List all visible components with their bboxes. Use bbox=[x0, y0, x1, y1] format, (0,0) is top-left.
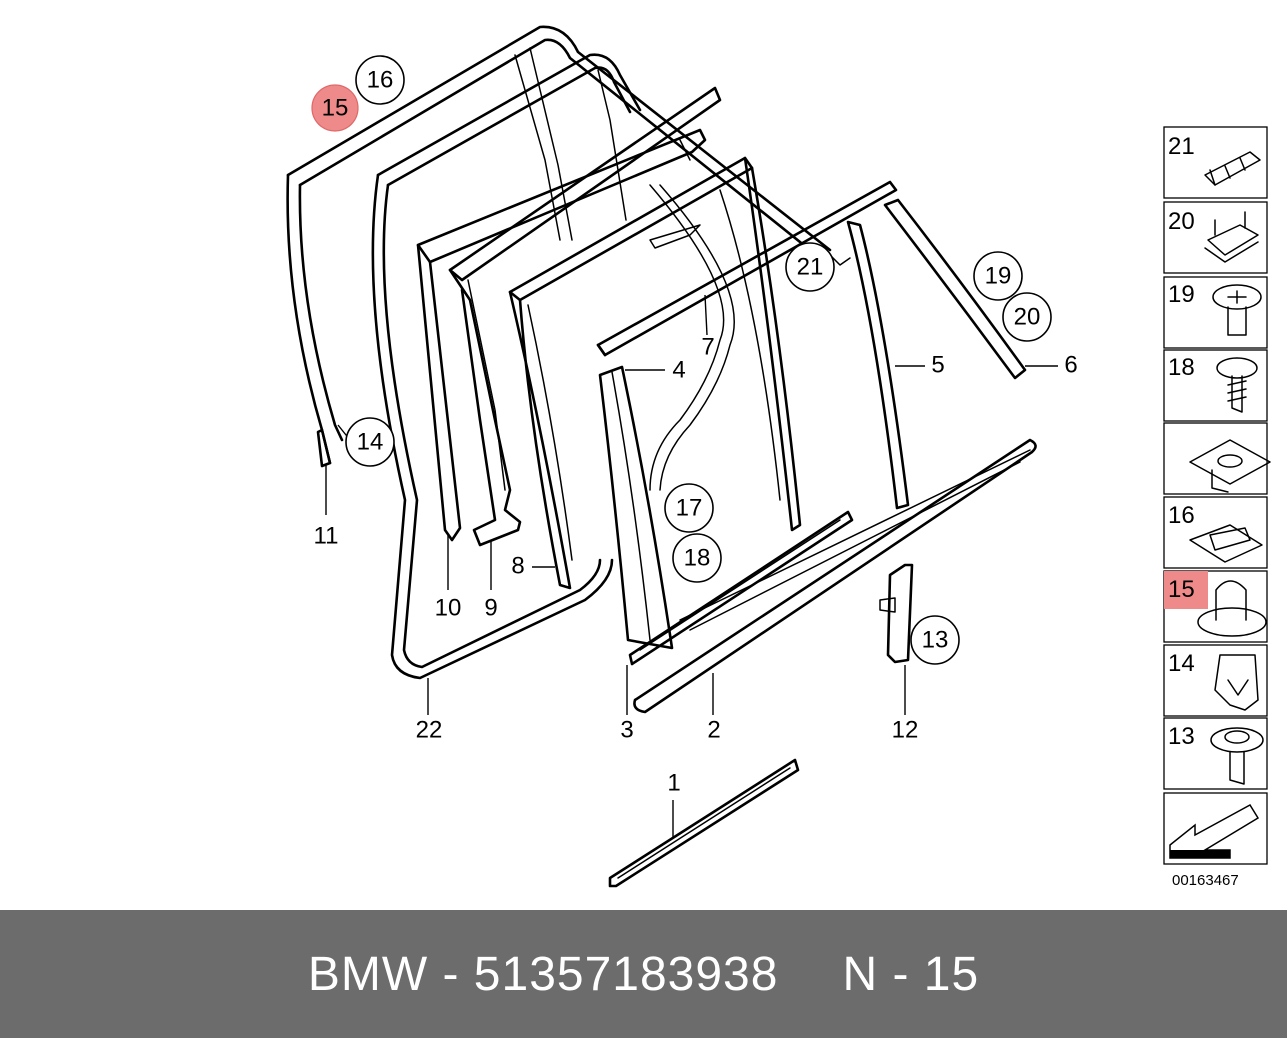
callout-17-number: 17 bbox=[676, 495, 703, 522]
footer-brand: BMW bbox=[307, 947, 429, 1001]
part-6-seal-strip bbox=[883, 198, 1027, 380]
callout-21: 21 bbox=[785, 242, 835, 292]
side-item-20: 20 bbox=[1163, 201, 1268, 274]
callout-15-number: 15 bbox=[322, 95, 349, 122]
callout-20-number: 20 bbox=[1014, 304, 1041, 331]
side-item-13: 13 bbox=[1163, 717, 1268, 790]
clip-icon bbox=[1189, 524, 1263, 563]
side-item-21: 21 bbox=[1163, 126, 1268, 199]
label-8: 8 bbox=[511, 553, 524, 580]
label-22: 22 bbox=[416, 717, 443, 744]
leader-lines bbox=[325, 294, 1058, 838]
part-2-belt-moulding bbox=[633, 438, 1037, 714]
side-item-13-number: 13 bbox=[1168, 723, 1195, 750]
footer-part-number: 51357183938 bbox=[473, 947, 779, 1001]
label-3: 3 bbox=[620, 717, 633, 744]
part-7-upper-strip bbox=[596, 180, 898, 357]
label-9: 9 bbox=[484, 595, 497, 622]
callout-19-number: 19 bbox=[985, 263, 1012, 290]
footer-position-label: N bbox=[842, 947, 879, 1001]
callout-18-number: 18 bbox=[684, 545, 711, 572]
clip-icon bbox=[1204, 151, 1261, 186]
label-12: 12 bbox=[892, 717, 919, 744]
side-item-14: 14 bbox=[1163, 644, 1268, 717]
callout-13: 13 bbox=[910, 615, 960, 665]
callout-19: 19 bbox=[973, 251, 1023, 301]
callout-13-number: 13 bbox=[922, 627, 949, 654]
side-item-15: 15 bbox=[1163, 570, 1268, 643]
footer-position-number: 15 bbox=[923, 947, 980, 1001]
side-item-19: 19 bbox=[1163, 276, 1268, 349]
footer-bar: BMW - 51357183938 N - 15 bbox=[0, 910, 1287, 1038]
callout-17: 17 bbox=[664, 483, 714, 533]
label-1: 1 bbox=[667, 770, 680, 797]
part-10-channel bbox=[416, 128, 707, 542]
part-22-door-seal bbox=[371, 53, 642, 680]
callout-15-highlighted: 15 bbox=[311, 84, 359, 132]
part-8-window-frame bbox=[508, 156, 802, 590]
callout-16-number: 16 bbox=[367, 67, 394, 94]
parts-diagram-svg: 16 15 14 21 19 20 17 18 13 11 10 9 8 7 4… bbox=[286, 25, 1271, 889]
part-16-frame-seal bbox=[286, 25, 832, 465]
side-item-15-number: 15 bbox=[1168, 576, 1195, 603]
label-4: 4 bbox=[672, 357, 685, 384]
side-item-18: 18 bbox=[1163, 349, 1268, 422]
callout-20: 20 bbox=[1002, 292, 1052, 342]
part-12-bracket bbox=[879, 563, 914, 664]
side-item-20-number: 20 bbox=[1168, 208, 1195, 235]
callout-16: 16 bbox=[355, 55, 405, 105]
side-item-unnumbered bbox=[1163, 422, 1271, 495]
part-11-bracket bbox=[316, 428, 332, 468]
part-9-pillar-trim bbox=[448, 86, 722, 547]
side-item-21-number: 21 bbox=[1168, 133, 1195, 160]
side-item-16-number: 16 bbox=[1168, 502, 1195, 529]
clip-icon bbox=[1214, 654, 1259, 711]
part-5-rear-channel bbox=[824, 220, 910, 510]
callout-21-number: 21 bbox=[797, 254, 824, 281]
parts-diagram: 16 15 14 21 19 20 17 18 13 11 10 9 8 7 4… bbox=[286, 25, 1271, 889]
clip-icon bbox=[1204, 211, 1259, 263]
label-10: 10 bbox=[435, 595, 462, 622]
label-6: 6 bbox=[1064, 352, 1077, 379]
screw-icon bbox=[1216, 357, 1258, 413]
side-item-18-number: 18 bbox=[1168, 354, 1195, 381]
side-item-14-number: 14 bbox=[1168, 650, 1195, 677]
label-11: 11 bbox=[314, 523, 339, 550]
window-glass bbox=[649, 184, 735, 491]
callout-14-number: 14 bbox=[357, 429, 384, 456]
part-3-strip bbox=[628, 510, 854, 666]
side-panel: 21 20 19 bbox=[1163, 126, 1271, 889]
label-2: 2 bbox=[707, 717, 720, 744]
side-item-19-number: 19 bbox=[1168, 281, 1195, 308]
callout-18: 18 bbox=[672, 533, 722, 583]
clip-nut-icon bbox=[1189, 439, 1271, 493]
label-7: 7 bbox=[701, 334, 714, 361]
side-item-16: 16 bbox=[1163, 496, 1268, 569]
footer-separator-1: - bbox=[442, 947, 460, 1001]
part-4-pillar bbox=[598, 365, 674, 650]
footer-separator-2: - bbox=[892, 947, 910, 1001]
clip-icon bbox=[1197, 580, 1267, 637]
screw-icon bbox=[1210, 727, 1264, 785]
callout-14: 14 bbox=[345, 417, 395, 467]
arrow-icon bbox=[1169, 804, 1260, 859]
screw-icon bbox=[1212, 284, 1262, 336]
reference-code: 00163467 bbox=[1172, 872, 1239, 889]
label-5: 5 bbox=[931, 352, 944, 379]
side-item-arrow bbox=[1163, 792, 1268, 865]
part-1-trim-strip bbox=[608, 758, 800, 888]
